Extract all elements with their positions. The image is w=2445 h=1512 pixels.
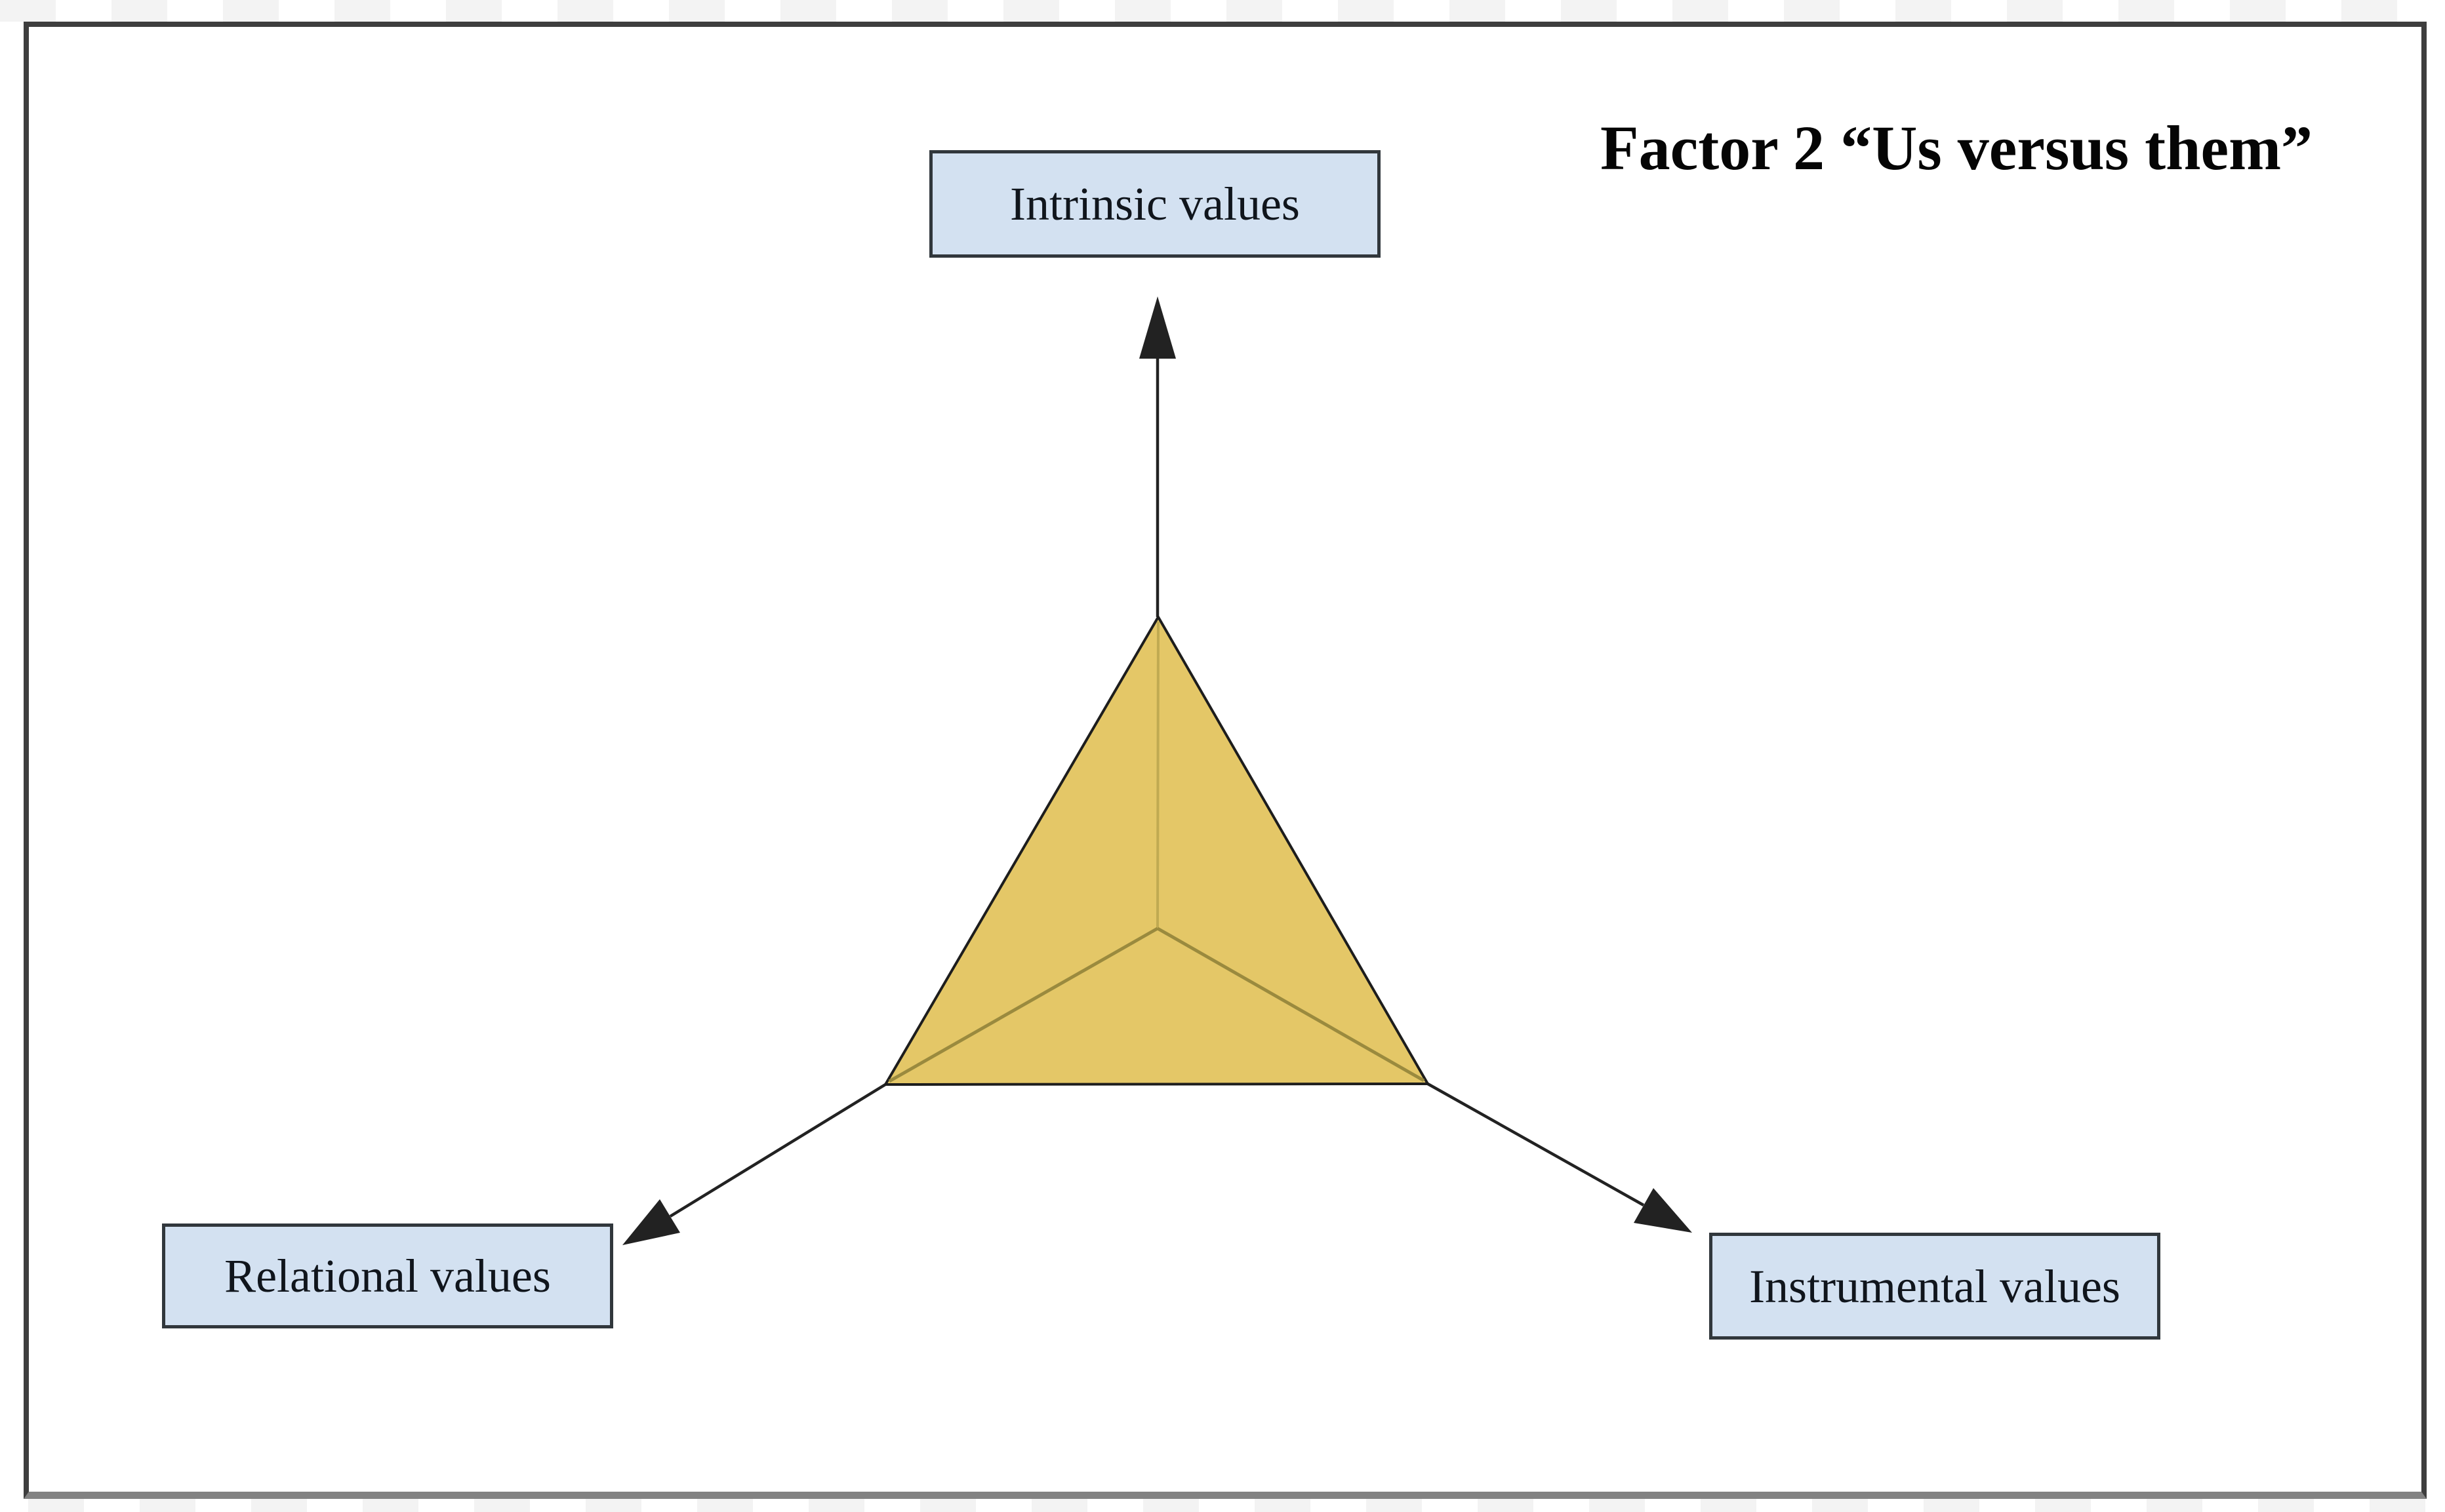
arrow-down-right-icon (1634, 1188, 1692, 1233)
arrow-down-left-icon (622, 1199, 680, 1245)
figure-title: Factor 2 “Us versus them” (1600, 113, 2313, 183)
page-edge-artifact-bottom (0, 1499, 2445, 1512)
triangle-inner-line-left (888, 926, 1159, 1083)
triangle-inner-line-right (1156, 926, 1425, 1083)
axis-line-relational (669, 1083, 887, 1218)
node-intrinsic-values: Intrinsic values (929, 150, 1381, 258)
arrow-up-icon (1139, 296, 1176, 359)
axis-line-instrumental (1426, 1083, 1645, 1206)
node-relational-label: Relational values (224, 1250, 551, 1302)
node-intrinsic-label: Intrinsic values (1010, 178, 1300, 230)
node-relational-values: Relational values (162, 1224, 613, 1328)
node-instrumental-label: Instrumental values (1749, 1260, 2120, 1313)
node-instrumental-values: Instrumental values (1709, 1233, 2160, 1340)
page-edge-artifact-top (0, 0, 2445, 22)
